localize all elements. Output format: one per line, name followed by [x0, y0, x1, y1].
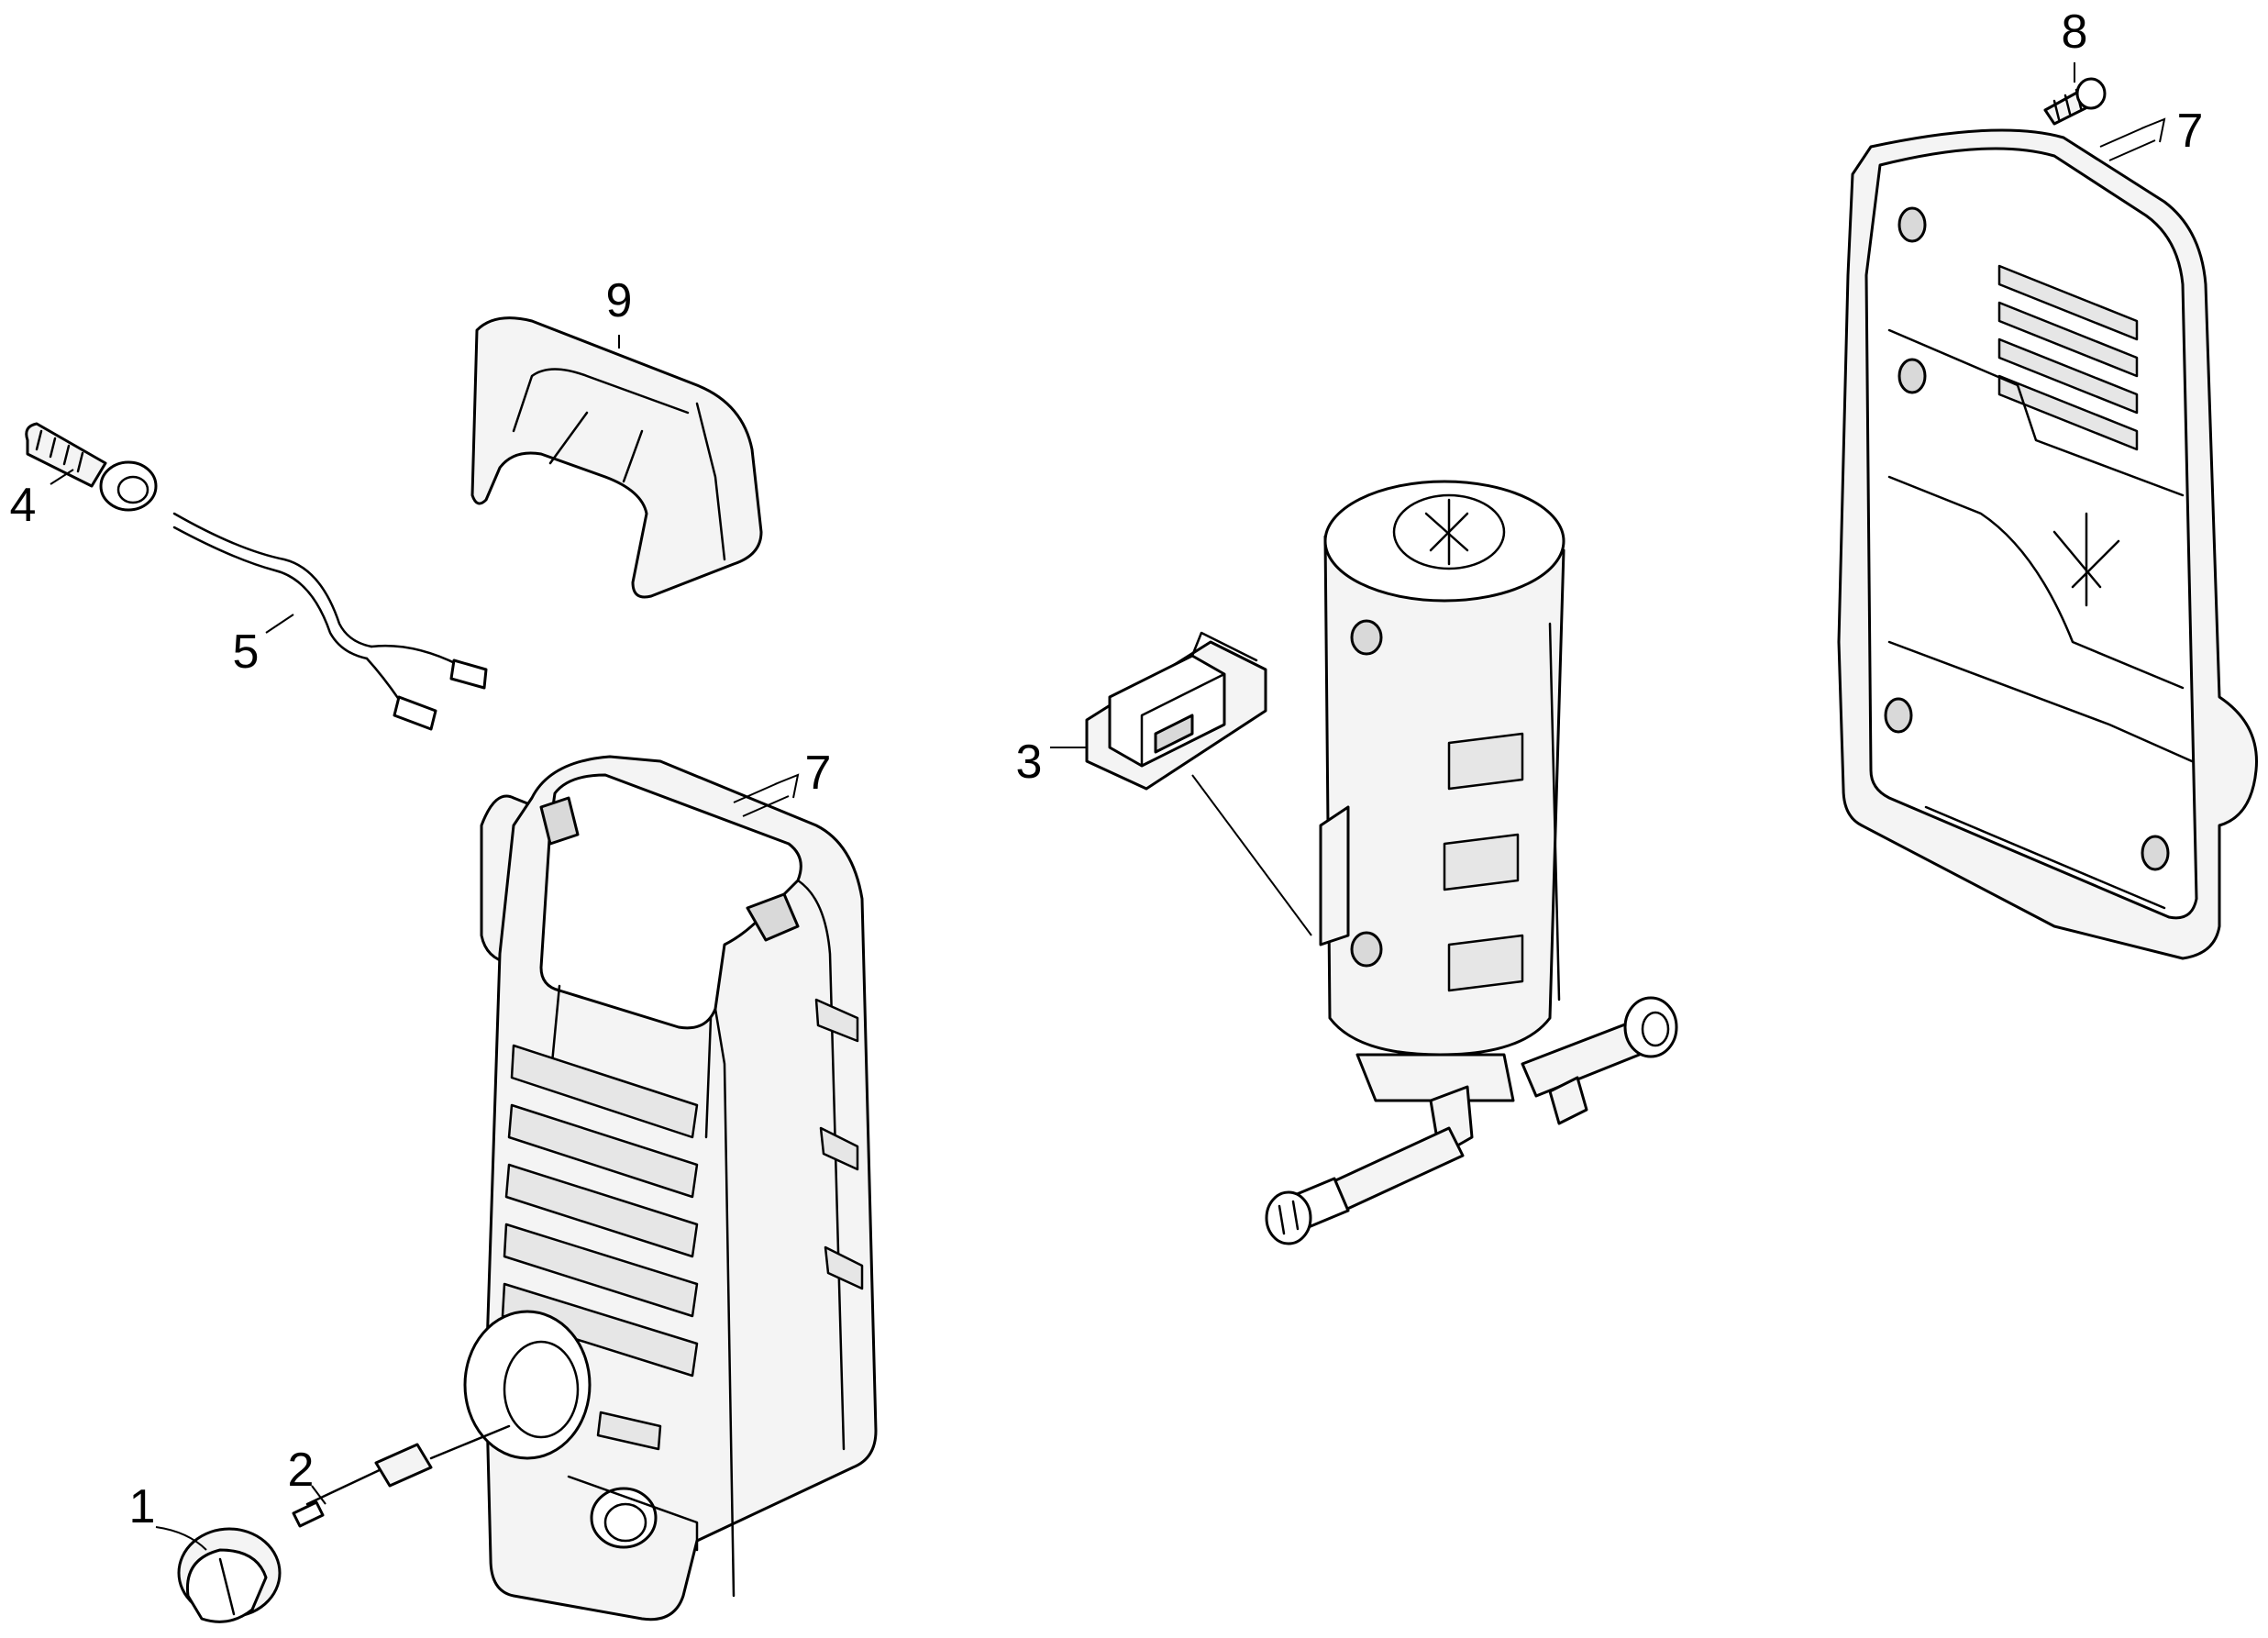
leader-5	[265, 614, 294, 634]
part-shaft	[292, 1424, 511, 1528]
callout-2: 2	[288, 1444, 315, 1497]
part-knob	[177, 1527, 282, 1623]
callout-7-front: 7	[805, 747, 832, 800]
part-screw-8	[2043, 77, 2107, 126]
leader-1	[155, 1526, 207, 1551]
callout-4: 4	[10, 479, 37, 532]
part-screw-4	[25, 422, 158, 512]
callout-7-rear: 7	[2177, 105, 2204, 158]
callout-9: 9	[606, 274, 633, 327]
part-switch	[1085, 631, 1267, 791]
callout-3: 3	[1016, 736, 1043, 789]
switch-leader-line	[1191, 774, 1312, 936]
leader-7a	[733, 773, 800, 817]
leader-lines	[50, 62, 2166, 1551]
leader-7b	[2099, 117, 2166, 161]
callout-5: 5	[233, 625, 260, 679]
leader-4	[50, 469, 74, 485]
part-handle	[470, 316, 763, 599]
part-cable	[172, 512, 488, 731]
leader-2	[311, 1485, 326, 1505]
part-front-housing	[463, 755, 878, 1621]
part-rear-housing	[1837, 128, 2258, 960]
callout-1: 1	[129, 1480, 156, 1533]
callout-8: 8	[2062, 6, 2088, 59]
part-motor-pump	[1265, 480, 1678, 1245]
callout-labels: 1 2 3 4 5 7 7 8 9	[10, 6, 2204, 1533]
